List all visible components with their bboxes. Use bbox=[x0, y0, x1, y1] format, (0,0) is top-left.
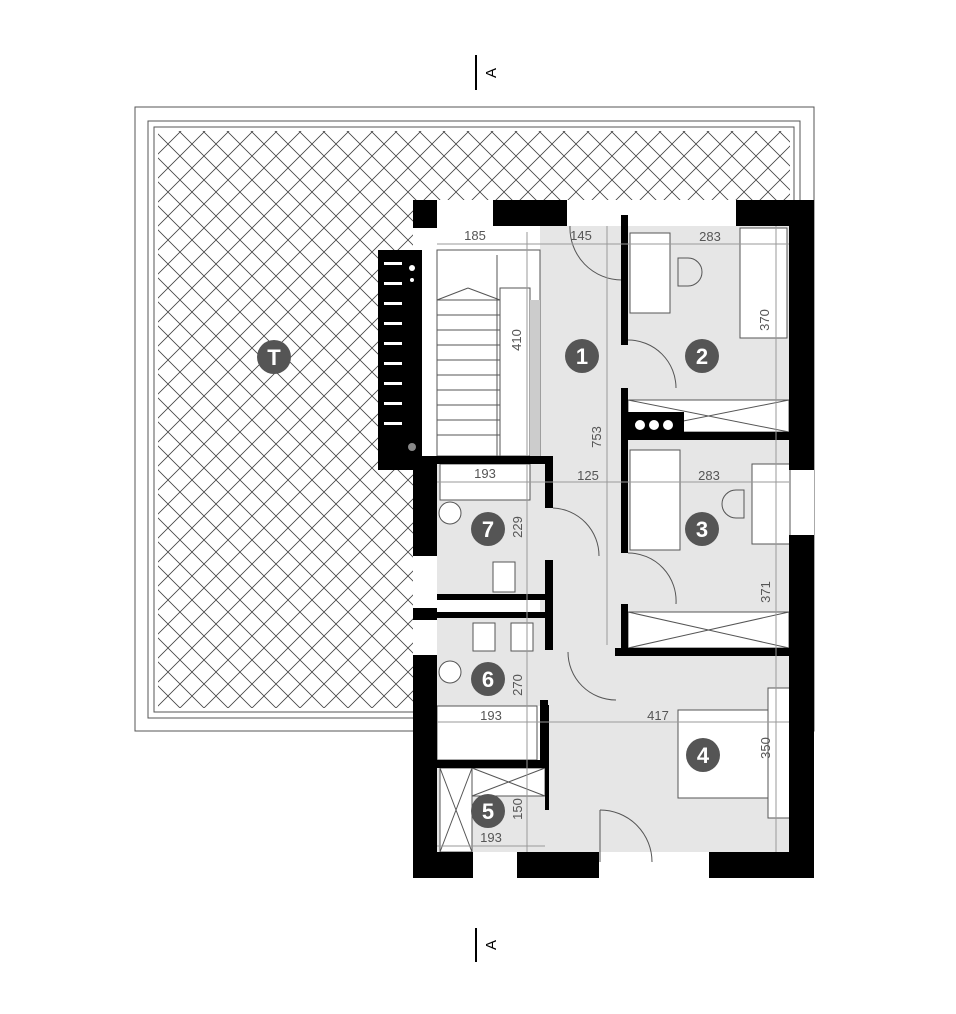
svg-text:371: 371 bbox=[758, 581, 773, 603]
svg-text:350: 350 bbox=[758, 737, 773, 759]
svg-text:T: T bbox=[267, 345, 281, 370]
room-label-4: 4 bbox=[686, 738, 720, 772]
svg-text:3: 3 bbox=[696, 517, 708, 542]
svg-text:185: 185 bbox=[464, 228, 486, 243]
section-marker-bottom: A bbox=[475, 928, 500, 962]
svg-text:370: 370 bbox=[757, 309, 772, 331]
svg-text:5: 5 bbox=[482, 799, 494, 824]
svg-text:150: 150 bbox=[510, 798, 525, 820]
svg-text:2: 2 bbox=[696, 344, 708, 369]
svg-text:145: 145 bbox=[570, 228, 592, 243]
room-label-3: 3 bbox=[685, 512, 719, 546]
room-label-6: 6 bbox=[471, 662, 505, 696]
dimension-lines bbox=[437, 226, 789, 852]
svg-text:6: 6 bbox=[482, 667, 494, 692]
svg-text:283: 283 bbox=[698, 468, 720, 483]
room-label-5: 5 bbox=[471, 794, 505, 828]
svg-text:4: 4 bbox=[697, 743, 710, 768]
room-label-1: 1 bbox=[565, 339, 599, 373]
svg-text:193: 193 bbox=[480, 830, 502, 845]
svg-text:229: 229 bbox=[510, 516, 525, 538]
svg-text:1: 1 bbox=[576, 344, 588, 369]
room-label-7: 7 bbox=[471, 512, 505, 546]
section-marker-top: A bbox=[475, 55, 500, 90]
room-label-terrace: T bbox=[257, 340, 291, 374]
svg-text:193: 193 bbox=[474, 466, 496, 481]
room-label-2: 2 bbox=[685, 339, 719, 373]
staircase bbox=[436, 249, 541, 457]
svg-text:A: A bbox=[483, 940, 500, 950]
svg-text:A: A bbox=[483, 68, 500, 78]
svg-text:270: 270 bbox=[510, 674, 525, 696]
svg-text:7: 7 bbox=[482, 517, 494, 542]
dimension-labels: 185 145 283 370 410 753 193 125 283 229 … bbox=[464, 228, 773, 845]
svg-text:193: 193 bbox=[480, 708, 502, 723]
walls bbox=[413, 200, 814, 878]
svg-text:125: 125 bbox=[577, 468, 599, 483]
svg-text:283: 283 bbox=[699, 229, 721, 244]
furniture bbox=[436, 227, 791, 853]
svg-text:417: 417 bbox=[647, 708, 669, 723]
svg-text:753: 753 bbox=[589, 426, 604, 448]
svg-text:410: 410 bbox=[509, 329, 524, 351]
stair-railing bbox=[378, 250, 422, 470]
room-labels: T 1 2 3 4 5 6 7 bbox=[257, 339, 720, 828]
doors bbox=[552, 225, 677, 863]
